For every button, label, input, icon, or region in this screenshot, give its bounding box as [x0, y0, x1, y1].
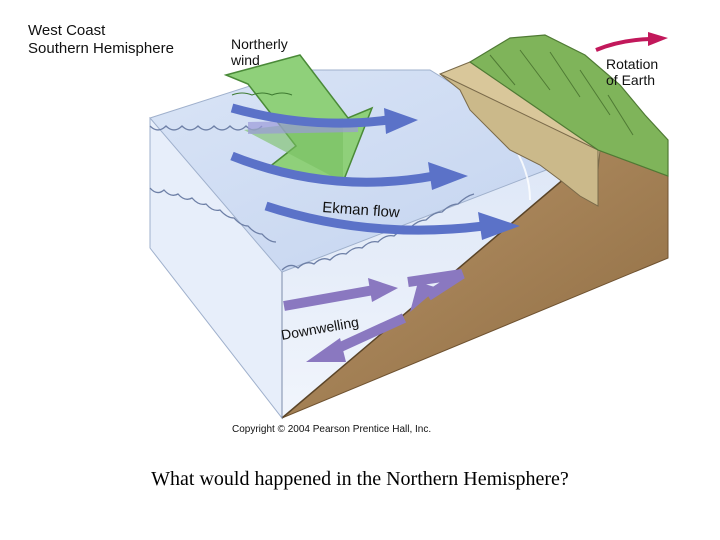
ekman-arrow-3 — [264, 201, 520, 240]
ekman-downwelling-diagram: Ekman flow Downwelling — [149, 32, 669, 420]
ekman-arrow-2 — [230, 151, 468, 190]
downwelling-arrow-2 — [407, 269, 465, 312]
diagram-illustration: Ekman flow Downwelling — [149, 32, 669, 420]
wind-label: Northerly wind — [231, 36, 288, 68]
title-line-1: West Coast — [28, 22, 106, 39]
title-line-2: Southern Hemisphere — [28, 40, 174, 57]
rotation-label-line-2: of Earth — [606, 72, 656, 88]
diagram-title: West Coast Southern Hemisphere — [28, 22, 174, 58]
downwelling-arrow-3 — [306, 313, 407, 362]
downwelling-arrow-1 — [283, 278, 398, 311]
ekman-arrow-1 — [230, 103, 418, 134]
rotation-label: Rotation of Earth — [606, 56, 658, 88]
wave-line-surface — [149, 125, 263, 131]
land-green — [468, 34, 669, 177]
rotation-arrow-icon — [595, 32, 668, 52]
cliff-face — [439, 73, 599, 207]
wind-label-line-1: Northerly — [231, 36, 288, 52]
rotation-label-line-1: Rotation — [606, 56, 659, 72]
wind-label-line-2: wind — [231, 52, 260, 68]
copyright-notice: Copyright © 2004 Pearson Prentice Hall, … — [232, 424, 432, 435]
wave-line-left — [149, 187, 277, 243]
land-green-ridges — [489, 49, 634, 136]
ekman-flow-label: Ekman flow — [322, 199, 401, 221]
slide-caption: What would happened in the Northern Hemi… — [151, 468, 569, 490]
wave-line-front — [281, 193, 475, 271]
